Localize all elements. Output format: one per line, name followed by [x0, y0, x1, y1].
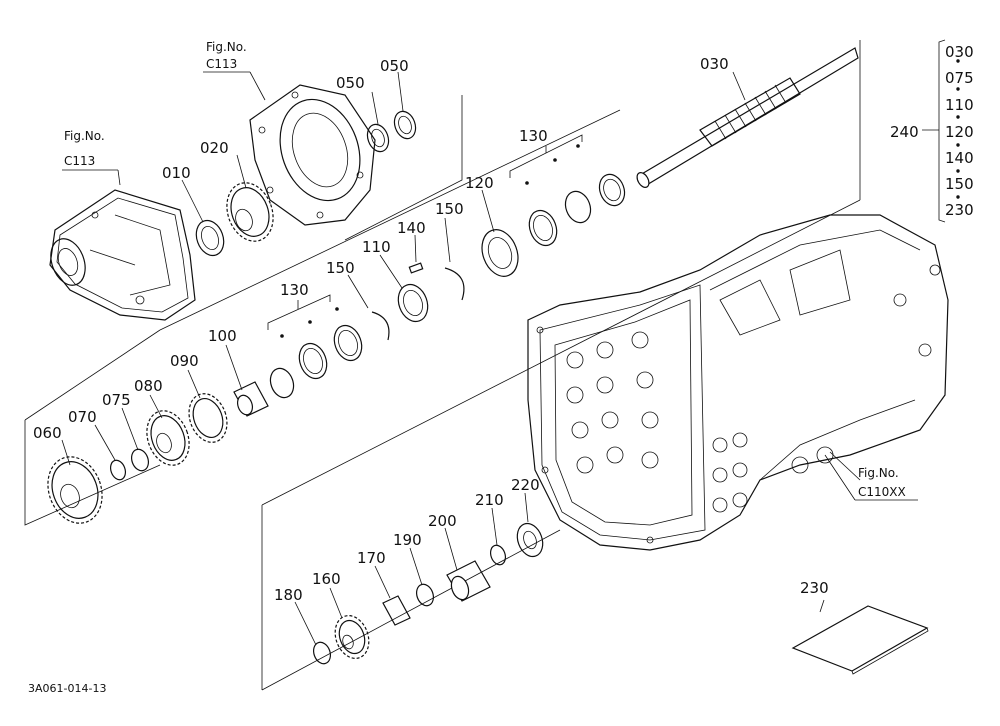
- figref-center-top: Fig.No.: [206, 40, 247, 54]
- kit-bracket: [922, 39, 960, 223]
- gear-090: [188, 393, 228, 443]
- label-100: 100: [208, 327, 237, 345]
- label-200: 200: [428, 512, 457, 530]
- rings-bearings: [109, 110, 626, 665]
- kit-item-3: 110: [945, 96, 974, 114]
- label-150-a: 150: [326, 259, 355, 277]
- figure-references: Fig.No. C113 Fig.No. C113 Fig.No. C110XX: [64, 40, 906, 499]
- label-210: 210: [475, 491, 504, 509]
- label-070: 070: [68, 408, 97, 426]
- label-sheet-230: [791, 605, 929, 675]
- gear-080: [146, 410, 190, 466]
- label-150-b: 150: [435, 200, 464, 218]
- leader-lines: [61, 71, 918, 646]
- figref-center-bottom: C113: [206, 57, 237, 71]
- label-220: 220: [511, 476, 540, 494]
- label-160: 160: [312, 570, 341, 588]
- label-140: 140: [397, 219, 426, 237]
- label-050-b: 050: [380, 57, 409, 75]
- figref-right-bottom: C110XX: [858, 485, 906, 499]
- figref-right-top: Fig.No.: [858, 466, 899, 480]
- label-050-a: 050: [336, 74, 365, 92]
- label-180: 180: [274, 586, 303, 604]
- mid-housing: [249, 84, 376, 226]
- label-130-b: 130: [519, 127, 548, 145]
- label-120: 120: [465, 174, 494, 192]
- kit-240-list: 030 075 110 120 140 150 230: [945, 43, 974, 219]
- kit-item-1: 030: [945, 43, 974, 61]
- label-130-a: 130: [280, 281, 309, 299]
- part-labels: 010 020 050 050 030 060 070 075 080 090 …: [33, 55, 919, 604]
- transmission-case: [527, 214, 949, 551]
- bracket-dots: [280, 144, 580, 338]
- label-030: 030: [700, 55, 729, 73]
- main-shaft-030: [636, 47, 859, 188]
- label-080: 080: [134, 377, 163, 395]
- gear-020: [226, 182, 274, 242]
- label-170: 170: [357, 549, 386, 567]
- kit-item-4: 120: [945, 123, 974, 141]
- label-010: 010: [162, 164, 191, 182]
- label-230: 230: [800, 579, 829, 597]
- gear-060: [47, 456, 103, 524]
- label-060: 060: [33, 424, 62, 442]
- kit-item-2: 075: [945, 69, 974, 87]
- label-240: 240: [890, 123, 919, 141]
- gear-160: [334, 615, 370, 659]
- label-110: 110: [362, 238, 391, 256]
- frame-lines: [24, 40, 861, 691]
- drawing-code: 3A061-014-13: [28, 682, 106, 695]
- kit-item-6: 150: [945, 175, 974, 193]
- label-090: 090: [170, 352, 199, 370]
- kit-item-7: 230: [945, 201, 974, 219]
- kit-item-5: 140: [945, 149, 974, 167]
- label-190: 190: [393, 531, 422, 549]
- label-075: 075: [102, 391, 131, 409]
- figref-left-bottom: C113: [64, 154, 95, 168]
- front-housing: [49, 189, 196, 321]
- label-020: 020: [200, 139, 229, 157]
- figref-left-top: Fig.No.: [64, 129, 105, 143]
